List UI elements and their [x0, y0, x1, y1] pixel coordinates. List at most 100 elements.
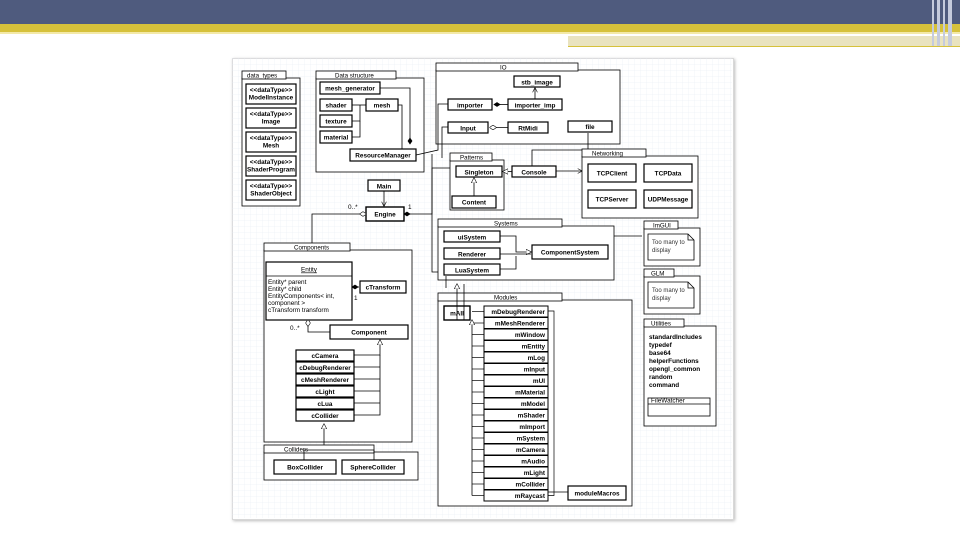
- util-item-6: command: [649, 382, 679, 389]
- module-label-11: mSystem: [517, 436, 546, 443]
- util-item-4: opengl_common: [649, 366, 700, 373]
- dt-name-0: ModelInstance: [249, 95, 294, 102]
- ui-system-label: uiSystem: [458, 235, 487, 242]
- modules-list: mDebugRenderermMeshRenderermWindowmEntit…: [472, 305, 555, 502]
- dt-stereo-1: <<dataType>>: [250, 111, 293, 118]
- component-mult: 0..*: [290, 325, 300, 332]
- util-item-0: standardIncludes: [649, 334, 702, 341]
- utilities-title: Utilities: [651, 321, 671, 328]
- module-label-0: mDebugRenderer: [491, 309, 545, 316]
- glm-title: GLM: [651, 271, 664, 278]
- entity-attr-1: Entity* child: [268, 286, 302, 293]
- uml-class-diagram: mDebugRenderermMeshRenderermWindowmEntit…: [232, 58, 732, 518]
- module-right-bracket: [548, 310, 555, 496]
- package-systems: [437, 218, 642, 281]
- cdebugrenderer-label: cDebugRenderer: [299, 365, 351, 372]
- colliders-title: Colliders: [284, 447, 308, 454]
- dt-name-2: Mesh: [263, 143, 279, 150]
- entity-attr-0: Entity* parent: [268, 279, 307, 286]
- importer-imp-label: importer_imp: [515, 103, 556, 110]
- header-accent-line-light: [0, 32, 960, 34]
- imgui-title: ImGUI: [653, 223, 671, 230]
- mesh-label: mesh: [374, 103, 391, 110]
- tcp-server-label: TCPServer: [596, 197, 629, 204]
- renderer-label: Renderer: [458, 252, 487, 259]
- header-band: [0, 0, 960, 24]
- udp-message-label: UDPMessage: [648, 197, 689, 204]
- util-item-1: typedef: [649, 342, 673, 349]
- module-label-9: mShader: [518, 413, 546, 420]
- dt-stereo-2: <<dataType>>: [250, 135, 293, 142]
- util-item-3: helperFunctions: [649, 358, 699, 365]
- engine-mult-right: 1: [408, 204, 412, 211]
- module-label-14: mLight: [524, 470, 546, 477]
- systems-title: Systems: [494, 221, 518, 228]
- module-label-8: mModel: [521, 401, 545, 408]
- file-label: file: [585, 124, 595, 131]
- package-networking: [581, 148, 699, 219]
- glm-note-line1: Too many to: [652, 288, 685, 294]
- dt-name-1: Image: [262, 119, 281, 126]
- package-components: [263, 242, 413, 450]
- entity-attr-2: EntityComponents< int,: [268, 293, 334, 300]
- importer-label: importer: [457, 103, 483, 110]
- components-title: Components: [294, 245, 329, 252]
- modules-title: Modules: [494, 295, 517, 302]
- module-label-7: mMaterial: [515, 390, 545, 397]
- texture-label: texture: [325, 119, 347, 126]
- module-label-2: mWindow: [515, 332, 545, 339]
- glm-note-line2: display: [652, 296, 671, 302]
- entity-label: Entity: [301, 267, 318, 274]
- component-system-label: ComponentSystem: [541, 250, 600, 257]
- entity-attr-4: cTransform transform: [268, 307, 329, 314]
- dt-name-4: ShaderObject: [250, 191, 292, 198]
- util-item-5: random: [649, 374, 673, 381]
- header-accent-stub: [568, 36, 960, 46]
- patterns-title: Patterns: [460, 155, 483, 162]
- package-patterns: [449, 133, 589, 211]
- module-macros-label: moduleMacros: [574, 491, 620, 498]
- imgui-note-line2: display: [652, 248, 671, 254]
- side-packages: [643, 220, 717, 427]
- module-label-3: mEntity: [522, 344, 546, 351]
- tcp-client-label: TCPClient: [597, 171, 628, 178]
- console-label: Console: [521, 170, 547, 177]
- component-label: Component: [351, 330, 387, 337]
- ctransform-label: cTransform: [366, 285, 401, 292]
- module-label-6: mUI: [533, 378, 545, 385]
- corner-decoration: [932, 0, 954, 46]
- rtmidi-label: RtMidi: [518, 126, 538, 133]
- resource-manager-label: ResourceManager: [355, 153, 411, 160]
- main-engine-group: [311, 154, 450, 273]
- input-label: Input: [460, 126, 476, 133]
- module-label-12: mCamera: [516, 447, 546, 454]
- clight-label: cLight: [315, 389, 335, 396]
- dt-stereo-0: <<dataType>>: [250, 87, 293, 94]
- singleton-label: Singleton: [464, 170, 493, 177]
- package-colliders: [263, 444, 419, 481]
- main-label: Main: [377, 184, 392, 191]
- ccollider-label: cCollider: [311, 413, 339, 420]
- package-io: [415, 62, 621, 158]
- package-data-types: [241, 70, 301, 207]
- io-title: IO: [500, 65, 507, 72]
- dt-stereo-4: <<dataType>>: [250, 183, 293, 190]
- module-label-15: mCollider: [516, 482, 546, 489]
- dt-stereo-3: <<dataType>>: [250, 159, 293, 166]
- util-item-2: base64: [649, 350, 671, 357]
- tcp-data-label: TCPData: [655, 171, 682, 178]
- material-label: material: [324, 135, 349, 142]
- box-collider-label: BoxCollider: [287, 465, 323, 472]
- header-accent-stub-line: [568, 46, 960, 47]
- module-label-5: mInput: [524, 367, 546, 374]
- module-label-13: mAudio: [521, 459, 545, 466]
- imgui-note-line1: Too many to: [652, 240, 685, 246]
- module-label-10: mImport: [519, 424, 545, 431]
- networking-title: Networking: [592, 151, 624, 158]
- content-label: Content: [462, 200, 487, 207]
- ccamera-label: cCamera: [311, 353, 338, 360]
- mesh-generator-label: mesh_generator: [325, 86, 375, 93]
- clua-label: cLua: [318, 401, 333, 408]
- package-data-structure: [315, 70, 425, 173]
- entity-attr-3: component >: [268, 300, 305, 307]
